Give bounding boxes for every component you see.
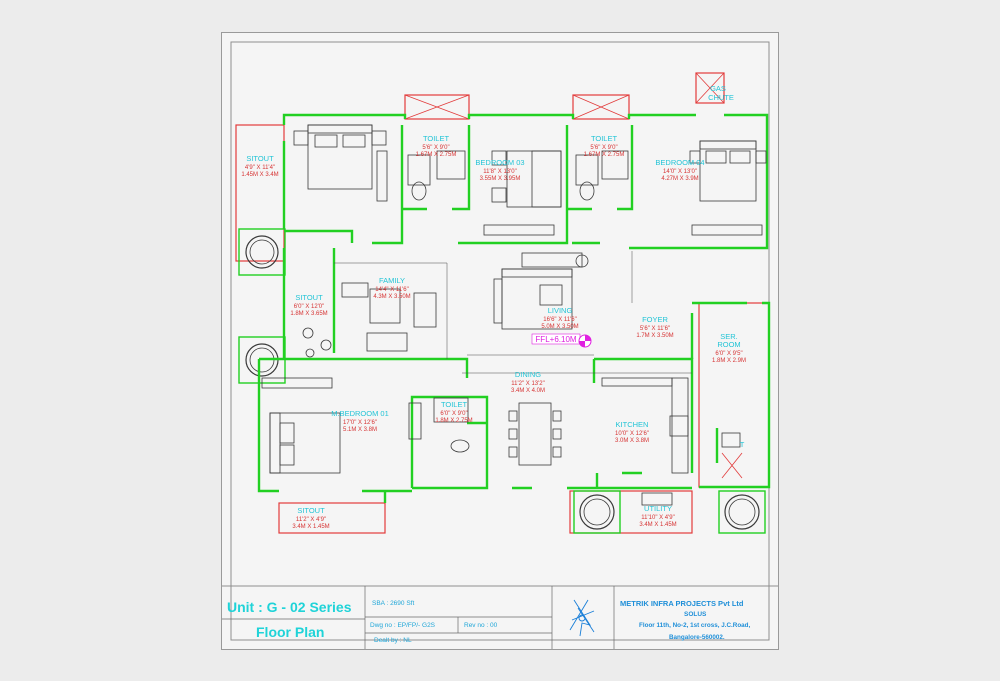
dwg-no: Dwg no : EP/FP/- G2S bbox=[370, 622, 436, 629]
room-dims-imperial-bedroom_03: 11'8" X 13'0" bbox=[483, 169, 516, 175]
ffl-label: FFL+6.10M bbox=[535, 335, 576, 344]
room-dims-metric-family: 4.3M X 3.50M bbox=[373, 294, 410, 300]
floor-plan-drawing: FFL+6.10M SITOUT 4'9" X 11'4"1.45M X 3.4M… bbox=[222, 41, 778, 649]
balconies bbox=[235, 72, 770, 534]
walls bbox=[257, 113, 771, 503]
room-dims-metric-m_bedroom: 5.1M X 3.8M bbox=[343, 427, 377, 433]
drawing-sheet: FFL+6.10M SITOUT 4'9" X 11'4"1.45M X 3.4M… bbox=[221, 32, 779, 650]
rev-no: Rev no : 00 bbox=[464, 622, 498, 629]
toilet-1-shaft bbox=[404, 94, 470, 120]
room-dims-imperial-sitout_nw: 4'9" X 11'4" bbox=[245, 165, 275, 171]
room-dims-imperial-dining: 11'2" X 13'2" bbox=[511, 381, 544, 387]
sitout-nw-outline bbox=[235, 124, 285, 262]
room-dims-metric-toilet_3: 1.8M X 2.75M bbox=[435, 418, 472, 424]
room-dims-imperial-toilet_1: 5'6" X 9'0" bbox=[422, 145, 449, 151]
room-dims-imperial-kitchen: 10'0" X 12'6" bbox=[615, 431, 649, 437]
room-dims-metric-kitchen: 3.0M X 3.8M bbox=[615, 438, 649, 444]
room-dims-metric-bedroom_03: 3.55M X 3.95M bbox=[480, 176, 521, 182]
furniture bbox=[261, 124, 767, 506]
room-dims-imperial-bedroom_04: 14'0" X 13'0" bbox=[663, 169, 697, 175]
room-dims-metric-sitout_nw: 1.45M X 3.4M bbox=[241, 172, 278, 178]
room-dims-imperial-living: 16'6" X 11'6" bbox=[543, 317, 576, 323]
utility-outline bbox=[569, 490, 693, 534]
unit-title: Unit : G - 02 Series bbox=[227, 599, 352, 615]
room-name-ser_room: ROOM bbox=[717, 340, 740, 349]
project-name: SOLUS bbox=[684, 611, 707, 618]
north-arrow-icon bbox=[569, 599, 595, 637]
room-dims-imperial-sitout_s: 11'2" X 4'9" bbox=[296, 517, 326, 523]
room-dims-imperial-family: 14'4" X 11'6" bbox=[375, 287, 408, 293]
shaft-crosses bbox=[404, 72, 743, 479]
room-dims-imperial-m_bedroom: 17'0" X 12'6" bbox=[343, 420, 377, 426]
room-name-family: FAMILY bbox=[379, 276, 405, 285]
room-name-sitout_s: SITOUT bbox=[297, 506, 325, 515]
room-name-bedroom_03: BEDROOM 03 bbox=[475, 158, 524, 167]
room-name-sitout_w: SITOUT bbox=[295, 293, 323, 302]
room-name-bedroom_04: BEDROOM 04 bbox=[655, 158, 704, 167]
bed-04 bbox=[699, 140, 757, 202]
gas-chute-box bbox=[695, 72, 725, 104]
room-name-sitout_nw: SITOUT bbox=[246, 154, 274, 163]
room-dims-metric-living: 5.0M X 3.50M bbox=[541, 324, 578, 330]
ser-toilet-label: T bbox=[740, 440, 745, 449]
room-name-m_bedroom: M.BEDROOM 01 bbox=[331, 409, 389, 418]
dealt-by: Dealt by : NL bbox=[374, 637, 412, 644]
sitout-s-outline bbox=[278, 502, 386, 534]
sba-value: SBA : 2690 Sft bbox=[372, 600, 415, 607]
room-name-foyer: FOYER bbox=[642, 315, 668, 324]
address-line-2: Bangalore-560002. bbox=[669, 634, 725, 641]
company-name: METRIK INFRA PROJECTS Pvt Ltd bbox=[620, 599, 744, 608]
room-dims-imperial-ser_room: 6'0" X 9'5" bbox=[715, 351, 742, 357]
room-name-toilet_3: TOILET bbox=[441, 400, 468, 409]
room-name-living: LIVING bbox=[548, 306, 573, 315]
room-dims-metric-foyer: 1.7M X 3.50M bbox=[636, 333, 673, 339]
toilet-2-shaft bbox=[572, 94, 630, 120]
room-dims-imperial-utility: 11'10" X 4'9" bbox=[641, 515, 674, 521]
room-dims-imperial-toilet_3: 6'0" X 9'0" bbox=[440, 411, 467, 417]
room-name-dining: DINING bbox=[515, 370, 541, 379]
room-dims-imperial-sitout_w: 6'0" X 12'0" bbox=[294, 304, 325, 310]
room-dims-metric-utility: 3.4M X 1.45M bbox=[639, 522, 676, 528]
title-block-lines bbox=[222, 586, 615, 649]
room-dims-imperial-foyer: 5'6" X 11'6" bbox=[640, 326, 670, 332]
gas-chute-label: GAS bbox=[710, 84, 726, 93]
gas-chute-label: CHUTE bbox=[708, 93, 734, 102]
drawing-border bbox=[230, 41, 770, 641]
room-dims-imperial-toilet_2: 5'6" X 9'0" bbox=[590, 145, 617, 151]
floor-plan-subtitle: Floor Plan bbox=[256, 624, 325, 640]
ser-room-outline bbox=[698, 302, 770, 488]
room-dims-metric-toilet_1: 1.67M X 2.75M bbox=[416, 152, 457, 158]
room-dims-metric-ser_room: 1.8M X 2.9M bbox=[712, 358, 746, 364]
room-labels: SITOUT 4'9" X 11'4"1.45M X 3.4M TOILET 5'6"… bbox=[241, 84, 746, 530]
room-name-ser_room: SER. bbox=[720, 332, 738, 341]
thin-lines bbox=[334, 251, 692, 374]
room-dims-metric-sitout_w: 1.8M X 3.65M bbox=[290, 311, 327, 317]
room-dims-metric-dining: 3.4M X 4.0M bbox=[511, 388, 545, 394]
room-name-kitchen: KITCHEN bbox=[616, 420, 649, 429]
room-dims-metric-bedroom_04: 4.27M X 3.9M bbox=[661, 176, 698, 182]
dining-table bbox=[518, 402, 552, 466]
room-dims-metric-sitout_s: 3.4M X 1.45M bbox=[292, 524, 329, 530]
room-name-toilet_1: TOILET bbox=[423, 134, 450, 143]
room-name-utility: UTILITY bbox=[644, 504, 672, 513]
address-line-1: Floor 11th, No-2, 1st cross, J.C.Road, bbox=[639, 622, 751, 629]
room-name-toilet_2: TOILET bbox=[591, 134, 618, 143]
ffl-marker: FFL+6.10M bbox=[531, 333, 592, 348]
room-dims-metric-toilet_2: 1.67M X 2.75M bbox=[584, 152, 625, 158]
